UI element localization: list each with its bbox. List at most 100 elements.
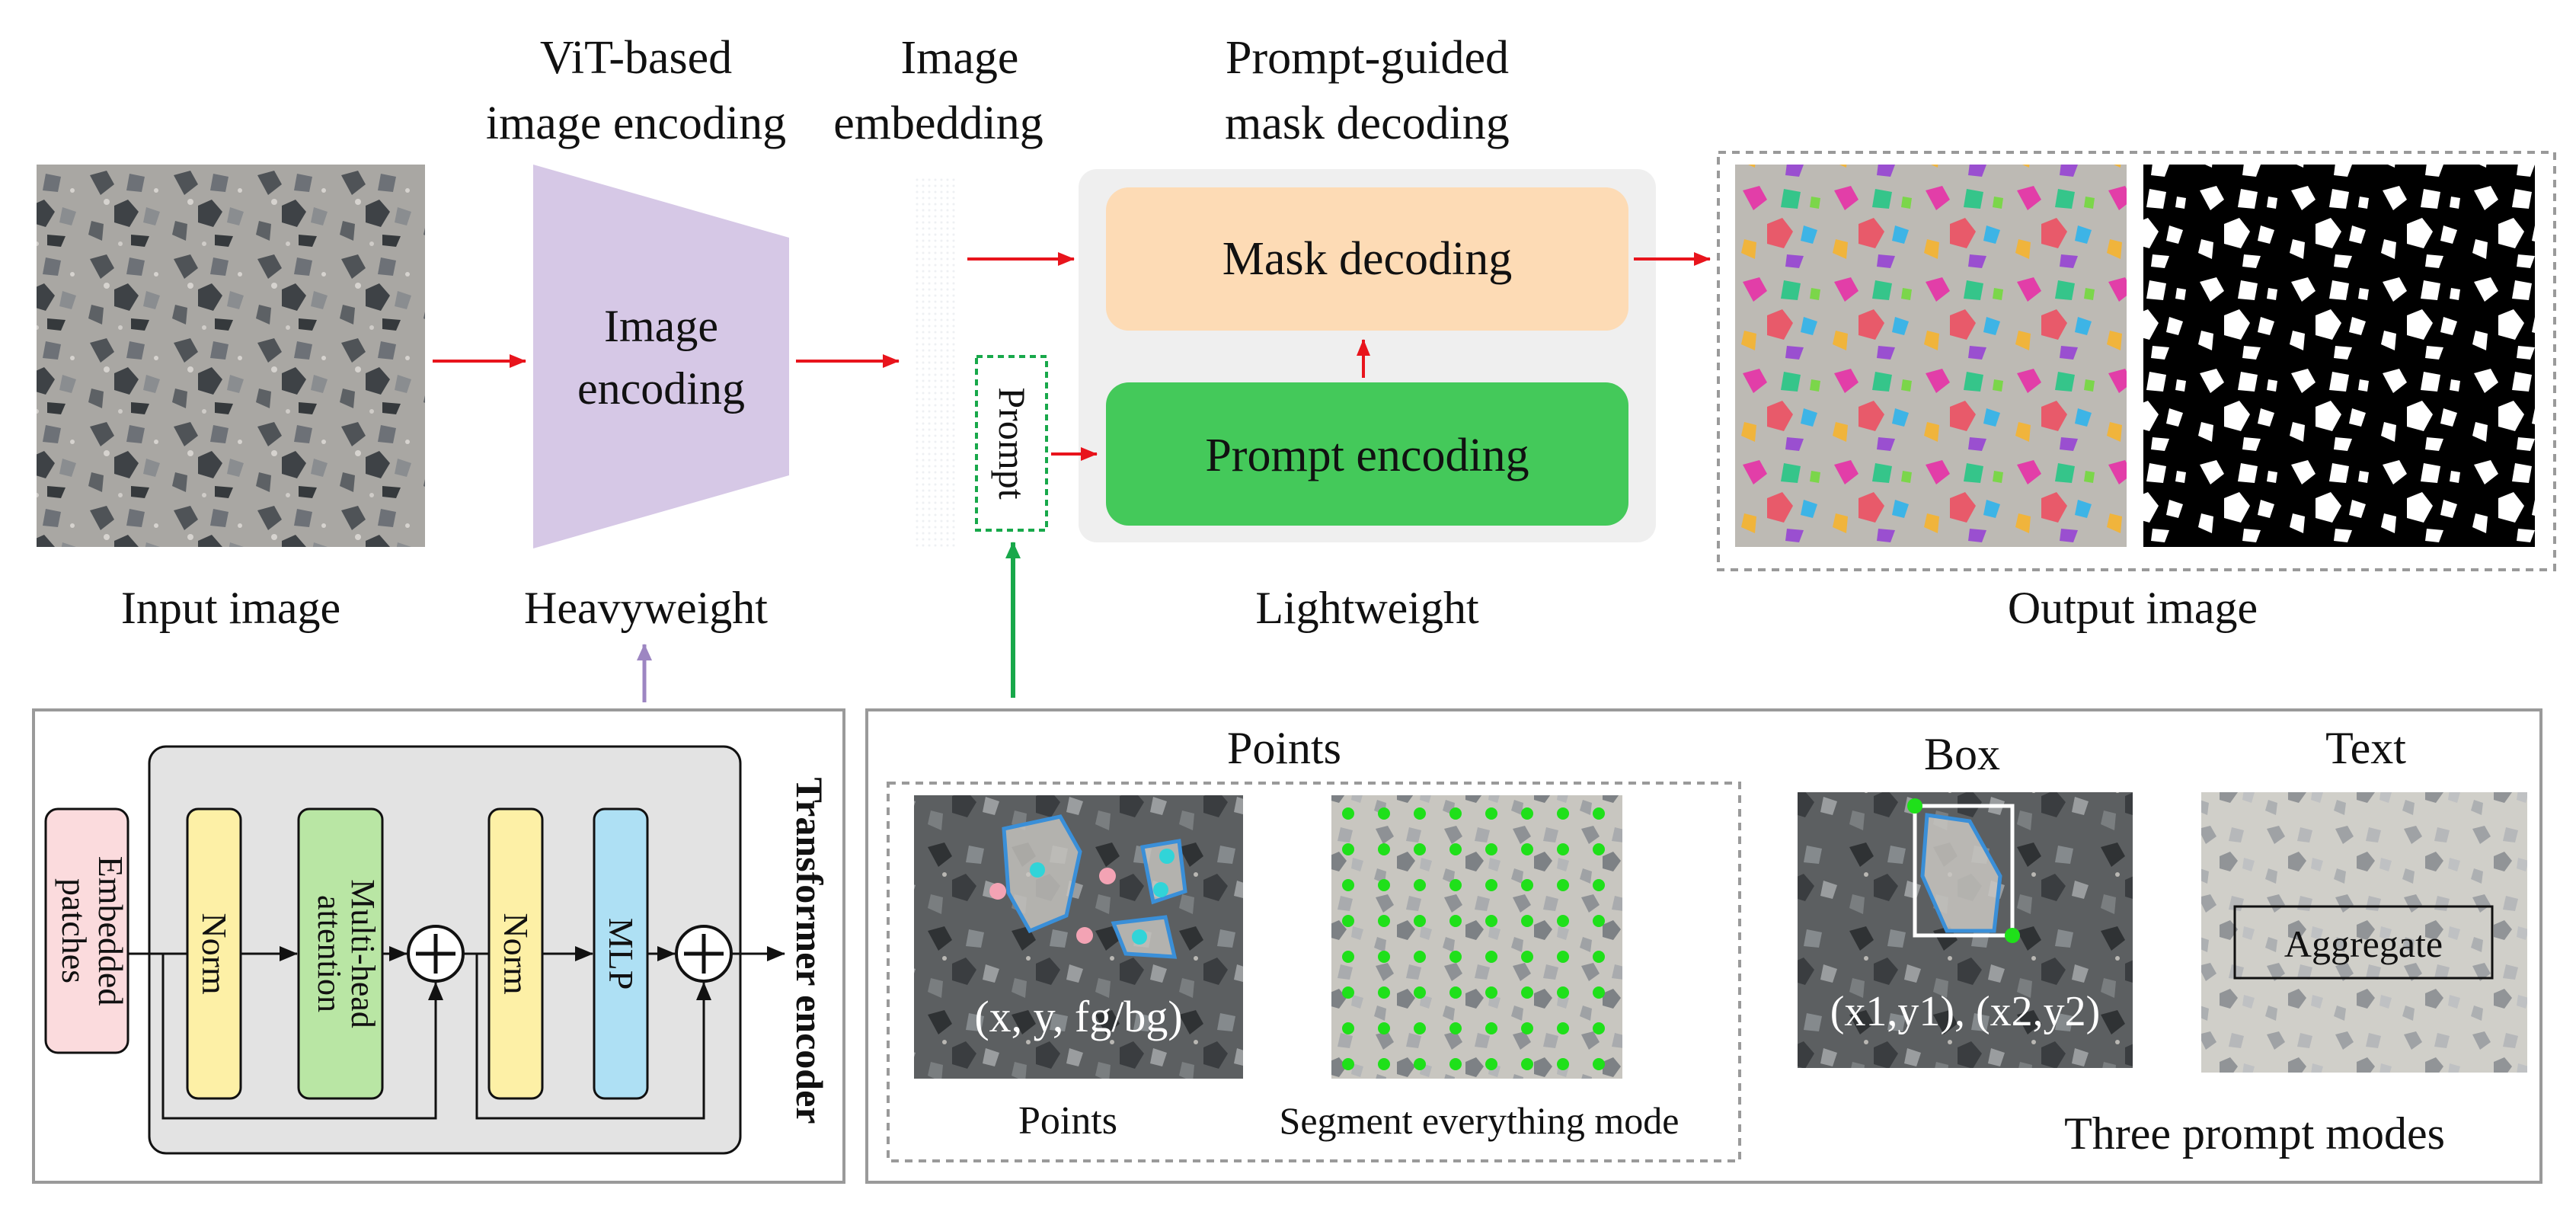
grid-point	[1342, 951, 1354, 963]
text-example-label: Aggregate	[2284, 922, 2443, 965]
grid-point	[1593, 807, 1605, 820]
grid-point	[1485, 879, 1497, 891]
encoder-label-line2: encoding	[577, 363, 745, 414]
header-prompt-line2: mask decoding	[1225, 98, 1510, 149]
grid-point	[1342, 879, 1354, 891]
norm2-label: Norm	[497, 913, 535, 995]
grid-point	[1449, 1022, 1462, 1034]
grid-point	[1521, 951, 1533, 963]
box-corner-top-left	[1907, 798, 1922, 814]
mask-decoding-block	[1106, 187, 1628, 331]
text-example-box	[2233, 905, 2494, 980]
grid-point	[1557, 915, 1569, 927]
grid-point	[1449, 915, 1462, 927]
grid-point	[1449, 843, 1462, 855]
grid-point	[1342, 1058, 1354, 1070]
grid-point	[1557, 1022, 1569, 1034]
grid-point	[1378, 1022, 1390, 1034]
grid-point	[1521, 807, 1533, 820]
box-corner-bottom-right	[2005, 928, 2020, 943]
grid-point	[1485, 1022, 1497, 1034]
grid-point	[1557, 807, 1569, 820]
embedded-patches-block	[44, 807, 129, 1054]
grid-point	[1557, 1058, 1569, 1070]
text-example-image	[2201, 792, 2527, 1073]
grid-point	[1521, 1058, 1533, 1070]
grid-point	[1378, 843, 1390, 855]
bounding-box	[1913, 804, 2015, 938]
points-caption: Points	[1018, 1099, 1117, 1143]
grid-point	[1449, 807, 1462, 820]
grid-point	[1414, 807, 1426, 820]
image-embedding	[912, 175, 955, 548]
grid-point	[1485, 843, 1497, 855]
grid-point	[1593, 1058, 1605, 1070]
prompt-box	[975, 355, 1048, 532]
grid-point	[1521, 986, 1533, 999]
points-group-frame	[887, 782, 1741, 1162]
grid-point	[1342, 986, 1354, 999]
mlp-label: MLP	[602, 918, 641, 990]
box-aggregate-contour	[1920, 813, 2002, 933]
grid-point	[1414, 951, 1426, 963]
text-header: Text	[2325, 723, 2406, 773]
grid-point	[1593, 843, 1605, 855]
grid-point	[1521, 1022, 1533, 1034]
box-header: Box	[1924, 729, 2000, 779]
norm1-label: Norm	[195, 913, 234, 995]
heavyweight-label: Heavyweight	[524, 583, 768, 633]
output-colored-segmentation	[1735, 165, 2127, 547]
prompt-encoding-block	[1106, 382, 1628, 526]
grid-point	[1414, 1058, 1426, 1070]
bg-point	[1099, 868, 1116, 884]
grid-point	[1557, 986, 1569, 999]
grid-point	[1557, 843, 1569, 855]
output-frame	[1717, 151, 2556, 571]
grid-point	[1593, 1022, 1605, 1034]
header-embed-line2: embedding	[833, 98, 1044, 149]
fg-point	[1132, 929, 1147, 945]
grid-point	[1449, 879, 1462, 891]
encoder-label-line1: Image	[604, 301, 718, 351]
transformer-title: Transformer encoder	[788, 778, 831, 1124]
prompt-encoding-label: Prompt encoding	[1205, 430, 1529, 481]
grid-point	[1593, 986, 1605, 999]
grid-point	[1593, 915, 1605, 927]
points-formula: (x, y, fg/bg)	[974, 992, 1182, 1041]
grid-point	[1485, 915, 1497, 927]
header-embed-line1: Image	[901, 32, 1019, 84]
input-image-label: Input image	[121, 583, 340, 633]
grid-point	[1414, 1022, 1426, 1034]
output-binary-mask	[2143, 165, 2535, 547]
grid-point	[1414, 915, 1426, 927]
grid-point	[1378, 807, 1390, 820]
lightweight-label: Lightweight	[1255, 583, 1479, 633]
grid-point	[1485, 807, 1497, 820]
grid-point	[1593, 879, 1605, 891]
points-header: Points	[1227, 723, 1341, 773]
grid-point	[1342, 843, 1354, 855]
grid-point	[1521, 915, 1533, 927]
output-image-label: Output image	[2008, 583, 2258, 633]
header-vit-line2: image encoding	[486, 98, 786, 149]
attention-line1: Multi-head	[344, 879, 382, 1028]
fg-point	[1030, 862, 1045, 878]
grid-point	[1378, 915, 1390, 927]
grid-point	[1414, 986, 1426, 999]
grid-point	[1521, 879, 1533, 891]
transformer-flow	[128, 946, 785, 1120]
bg-point	[989, 883, 1006, 900]
three-prompt-modes-caption: Three prompt modes	[2064, 1108, 2445, 1159]
grid-point	[1557, 951, 1569, 963]
grid-point	[1378, 879, 1390, 891]
grid-point	[1593, 951, 1605, 963]
bg-point	[1076, 927, 1093, 944]
grid-point	[1378, 1058, 1390, 1070]
attention-line2: attention	[311, 895, 348, 1012]
everything-caption: Segment everything mode	[1280, 1099, 1680, 1142]
mask-decoding-label: Mask decoding	[1222, 233, 1513, 285]
image-encoder-block	[533, 165, 789, 548]
grid-point	[1414, 843, 1426, 855]
grid-point	[1449, 986, 1462, 999]
